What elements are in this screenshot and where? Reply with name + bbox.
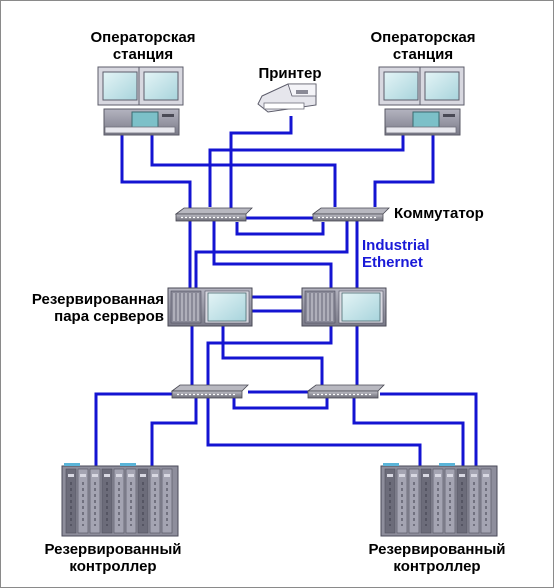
controller-right-icon (380, 463, 498, 537)
cable-sw-r-ctl-l (352, 398, 465, 468)
ethernet-cables (94, 116, 478, 468)
operator-station-right-icon (378, 66, 465, 136)
cable-sw-r-ctl-r (380, 392, 478, 468)
controller-right-module-led (447, 474, 453, 477)
cable-ws-left-b (150, 134, 337, 207)
controller-left-rack-tab (64, 463, 80, 466)
printer-label: Принтер (258, 65, 322, 82)
controller-left-module-led (68, 474, 74, 477)
server-pair-label: Резервированная пара серверов (31, 291, 164, 325)
controller-right-module-led (483, 474, 489, 477)
switch-bottom-left-icon (170, 384, 249, 399)
operator-station-left-icon (97, 66, 184, 136)
switch-top-right-icon (311, 207, 390, 222)
cable-srv-l-sw-r (221, 325, 324, 385)
controller-right-module-led (411, 474, 417, 477)
controller-left-module-led (116, 474, 122, 477)
controller-right-rack-tab (383, 463, 399, 466)
controller-right-module-led (423, 474, 429, 477)
controller-right-module-led (459, 474, 465, 477)
controller-right-rack-tab (439, 463, 455, 466)
cable-sw-l-ctl-l-b (150, 398, 198, 468)
cable-sw-l-ctl-l (94, 392, 178, 468)
controller-right-module-led (399, 474, 405, 477)
cable-sw-l-ctl-r (206, 398, 422, 468)
cable-srv-r-sw-l (206, 325, 333, 385)
switch-label: Коммутатор (394, 205, 484, 222)
server-left-icon (167, 287, 253, 327)
controller-left-module-led (104, 474, 110, 477)
network-label: Industrial Ethernet (362, 237, 430, 271)
cable-ws-right-a (373, 134, 435, 207)
cable-sw-r-srv-l (194, 220, 349, 288)
cable-sw-l-srv-r (212, 220, 333, 288)
controller-right-module-led (471, 474, 477, 477)
controller-left-rack-tab (120, 463, 136, 466)
controller-left-module-led (80, 474, 86, 477)
printer-icon (257, 83, 317, 113)
cable-switch-link-bottom-b (232, 397, 329, 410)
controller-left-icon (61, 463, 179, 537)
controller-left-module-led (140, 474, 146, 477)
cable-switch-link-top-b (235, 222, 325, 236)
cable-ws-right-b (208, 134, 405, 207)
operator-station-right-label: Операторская станция (370, 29, 476, 63)
cable-ws-left-a (120, 134, 192, 211)
controller-right-module-led (387, 474, 393, 477)
controller-left-module-led (164, 474, 170, 477)
cable-printer (229, 116, 293, 209)
controller-right-label: Резервированный контроллер (368, 541, 506, 575)
server-right-icon (301, 287, 387, 327)
switch-top-left-icon (174, 207, 253, 222)
controller-right-module-led (435, 474, 441, 477)
controller-left-module-led (92, 474, 98, 477)
switch-bottom-right-icon (306, 384, 385, 399)
controller-left-module-led (152, 474, 158, 477)
operator-station-left-label: Операторская станция (90, 29, 196, 63)
controller-left-module-led (128, 474, 134, 477)
controller-left-label: Резервированный контроллер (44, 541, 182, 575)
